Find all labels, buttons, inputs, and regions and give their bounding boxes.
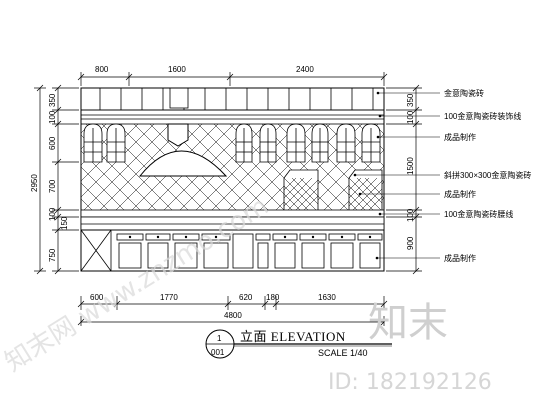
lattice-panel-right bbox=[349, 178, 382, 212]
dimension-lines bbox=[34, 72, 422, 326]
drawer-knobs bbox=[128, 235, 372, 239]
dim-right-5: 900 bbox=[406, 236, 415, 250]
dim-left-6: 150 bbox=[60, 216, 69, 230]
dim-left-4: 700 bbox=[48, 179, 57, 193]
dim-bottom-3: 620 bbox=[239, 293, 253, 302]
dim-left-1: 350 bbox=[48, 93, 57, 107]
dim-bottom-1: 600 bbox=[90, 293, 104, 302]
dim-bottom-total: 4800 bbox=[224, 311, 242, 320]
annotation-shelf: 成品制作 bbox=[444, 189, 476, 199]
dim-top-1: 800 bbox=[95, 65, 109, 74]
dim-top-3: 2400 bbox=[296, 65, 314, 74]
annotation-base-cabinet: 成品制作 bbox=[444, 253, 476, 263]
dim-top-2: 1600 bbox=[168, 65, 186, 74]
base-cabinets bbox=[80, 229, 385, 272]
annotation-waist-line: 100金意陶瓷砖腰线 bbox=[444, 209, 513, 219]
dim-bottom-2: 1770 bbox=[160, 293, 178, 302]
title-scale: SCALE 1/40 bbox=[318, 348, 368, 358]
dim-right-4: 100 bbox=[406, 208, 415, 222]
leader-dots bbox=[353, 91, 382, 260]
arched-range-hood bbox=[138, 123, 228, 177]
dim-left-5: 100 bbox=[48, 207, 57, 221]
title-label: 立面 ELEVATION bbox=[240, 329, 346, 344]
annotation-upper-cabinet: 成品制作 bbox=[444, 132, 476, 142]
dim-bottom-5: 1630 bbox=[318, 293, 336, 302]
annotation-top-tile: 金意陶瓷砖 bbox=[444, 88, 484, 98]
watermark-brand: 知末 bbox=[368, 300, 448, 346]
dim-right-1: 350 bbox=[406, 93, 415, 107]
dim-bottom-4: 180 bbox=[266, 293, 280, 302]
watermark-id: ID: 182192126 bbox=[328, 370, 492, 395]
waist-tile-band bbox=[80, 209, 385, 231]
dim-left-total: 2950 bbox=[30, 174, 39, 192]
dim-left-2: 100 bbox=[48, 110, 57, 124]
title-sheet: 001 bbox=[211, 348, 225, 357]
dim-right-3: 1500 bbox=[406, 157, 415, 175]
leader-lines bbox=[355, 92, 440, 259]
dim-left-7: 750 bbox=[48, 248, 57, 262]
title-block: 1 001 立面 ELEVATION SCALE 1/40 bbox=[205, 329, 392, 359]
decorative-trim-band bbox=[80, 109, 385, 125]
upper-cabinet-windows bbox=[83, 123, 381, 163]
title-number: 1 bbox=[217, 334, 222, 343]
dim-left-3: 600 bbox=[48, 136, 57, 150]
annotation-trim-band: 100金意陶瓷砖装饰线 bbox=[444, 111, 521, 121]
top-tile-band bbox=[80, 87, 385, 111]
dim-right-2: 100 bbox=[406, 110, 415, 124]
lattice-panel-left bbox=[284, 178, 318, 212]
open-shelf-units bbox=[283, 169, 383, 213]
annotation-diagonal-tile: 斜拼300×300金意陶瓷砖 bbox=[444, 170, 531, 180]
